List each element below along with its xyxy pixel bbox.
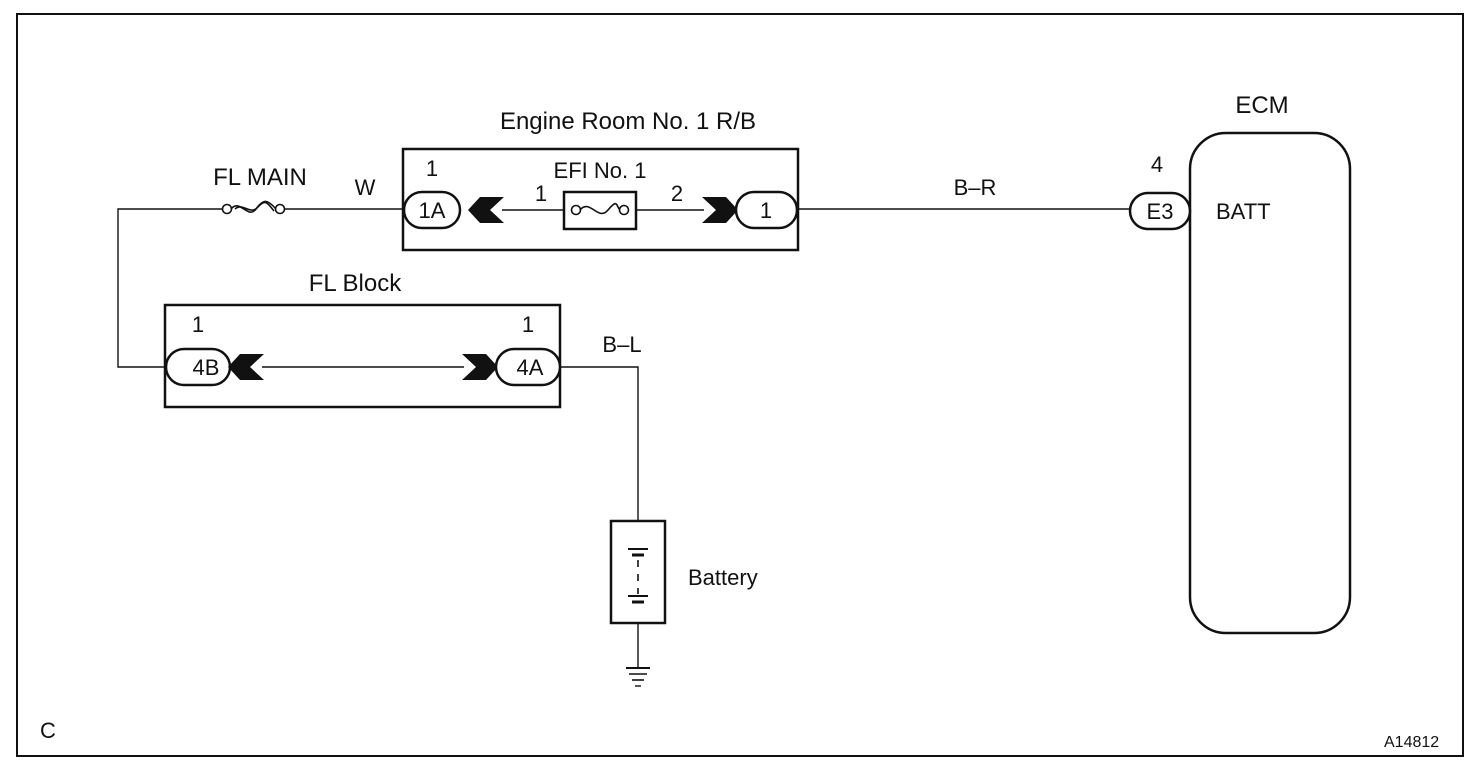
ecm-title: ECM xyxy=(1235,92,1288,119)
efi-pin-in: 1 xyxy=(535,181,547,206)
battery-symbol-icon xyxy=(628,548,648,604)
fuse-symbol-icon xyxy=(570,202,630,216)
fl-block-title: FL Block xyxy=(309,270,402,297)
efi-fuse-box xyxy=(562,190,638,231)
ecm-unit: ECM 4 E3 BATT xyxy=(1128,92,1352,635)
engine-room-relay-block: Engine Room No. 1 R/B 1 1A 1 EFI No. 1 2… xyxy=(401,108,800,252)
figure-id: A14812 xyxy=(1384,734,1439,751)
connector-arrow-icon xyxy=(702,197,738,223)
ecm-batt-terminal: BATT xyxy=(1216,199,1271,224)
connector-arrow-icon xyxy=(228,354,264,380)
fl-block: FL Block 1 4B 1 4A xyxy=(163,270,562,409)
ecm-pin-number: 4 xyxy=(1151,152,1163,177)
connector-4a-label: 4A xyxy=(517,355,544,380)
ecm-body xyxy=(1188,131,1352,635)
connector-arrow-icon xyxy=(468,197,504,223)
ground-symbol-icon xyxy=(626,667,650,687)
connector-1a-label: 1A xyxy=(419,198,446,223)
connector-e3 xyxy=(1128,191,1192,231)
connector-4b-label: 4B xyxy=(193,355,220,380)
battery-box xyxy=(609,519,667,625)
wire-fl-main-loop xyxy=(117,208,223,368)
wire-color-b-r: B–R xyxy=(954,175,997,200)
efi-fuse-label: EFI No. 1 xyxy=(554,158,647,183)
wire-b-l xyxy=(560,366,639,521)
fl-main-label: FL MAIN xyxy=(213,164,307,191)
wire-color-w: W xyxy=(355,175,376,200)
efi-pin-out: 2 xyxy=(671,181,683,206)
rb-left-pin-number: 1 xyxy=(426,156,438,181)
battery-label: Battery xyxy=(688,565,758,590)
engine-room-rb-box xyxy=(401,147,800,252)
wire-color-b-l: B–L xyxy=(602,332,641,357)
fl-block-right-pin: 1 xyxy=(522,312,534,337)
diagram-frame xyxy=(16,13,1464,757)
fl-main-fuse-icon xyxy=(221,200,286,215)
battery-unit: Battery xyxy=(609,519,758,687)
corner-label: C xyxy=(40,718,56,743)
connector-e3-label: E3 xyxy=(1147,199,1174,224)
engine-room-rb-title: Engine Room No. 1 R/B xyxy=(500,108,756,135)
connector-rb-1-label: 1 xyxy=(760,198,772,223)
connector-rb-1 xyxy=(734,190,799,230)
connector-1a xyxy=(402,190,462,230)
fl-block-box xyxy=(163,303,562,409)
fl-main-circuit: FL MAIN W xyxy=(117,164,404,368)
fl-block-left-pin: 1 xyxy=(192,312,204,337)
connector-arrow-icon xyxy=(462,354,498,380)
